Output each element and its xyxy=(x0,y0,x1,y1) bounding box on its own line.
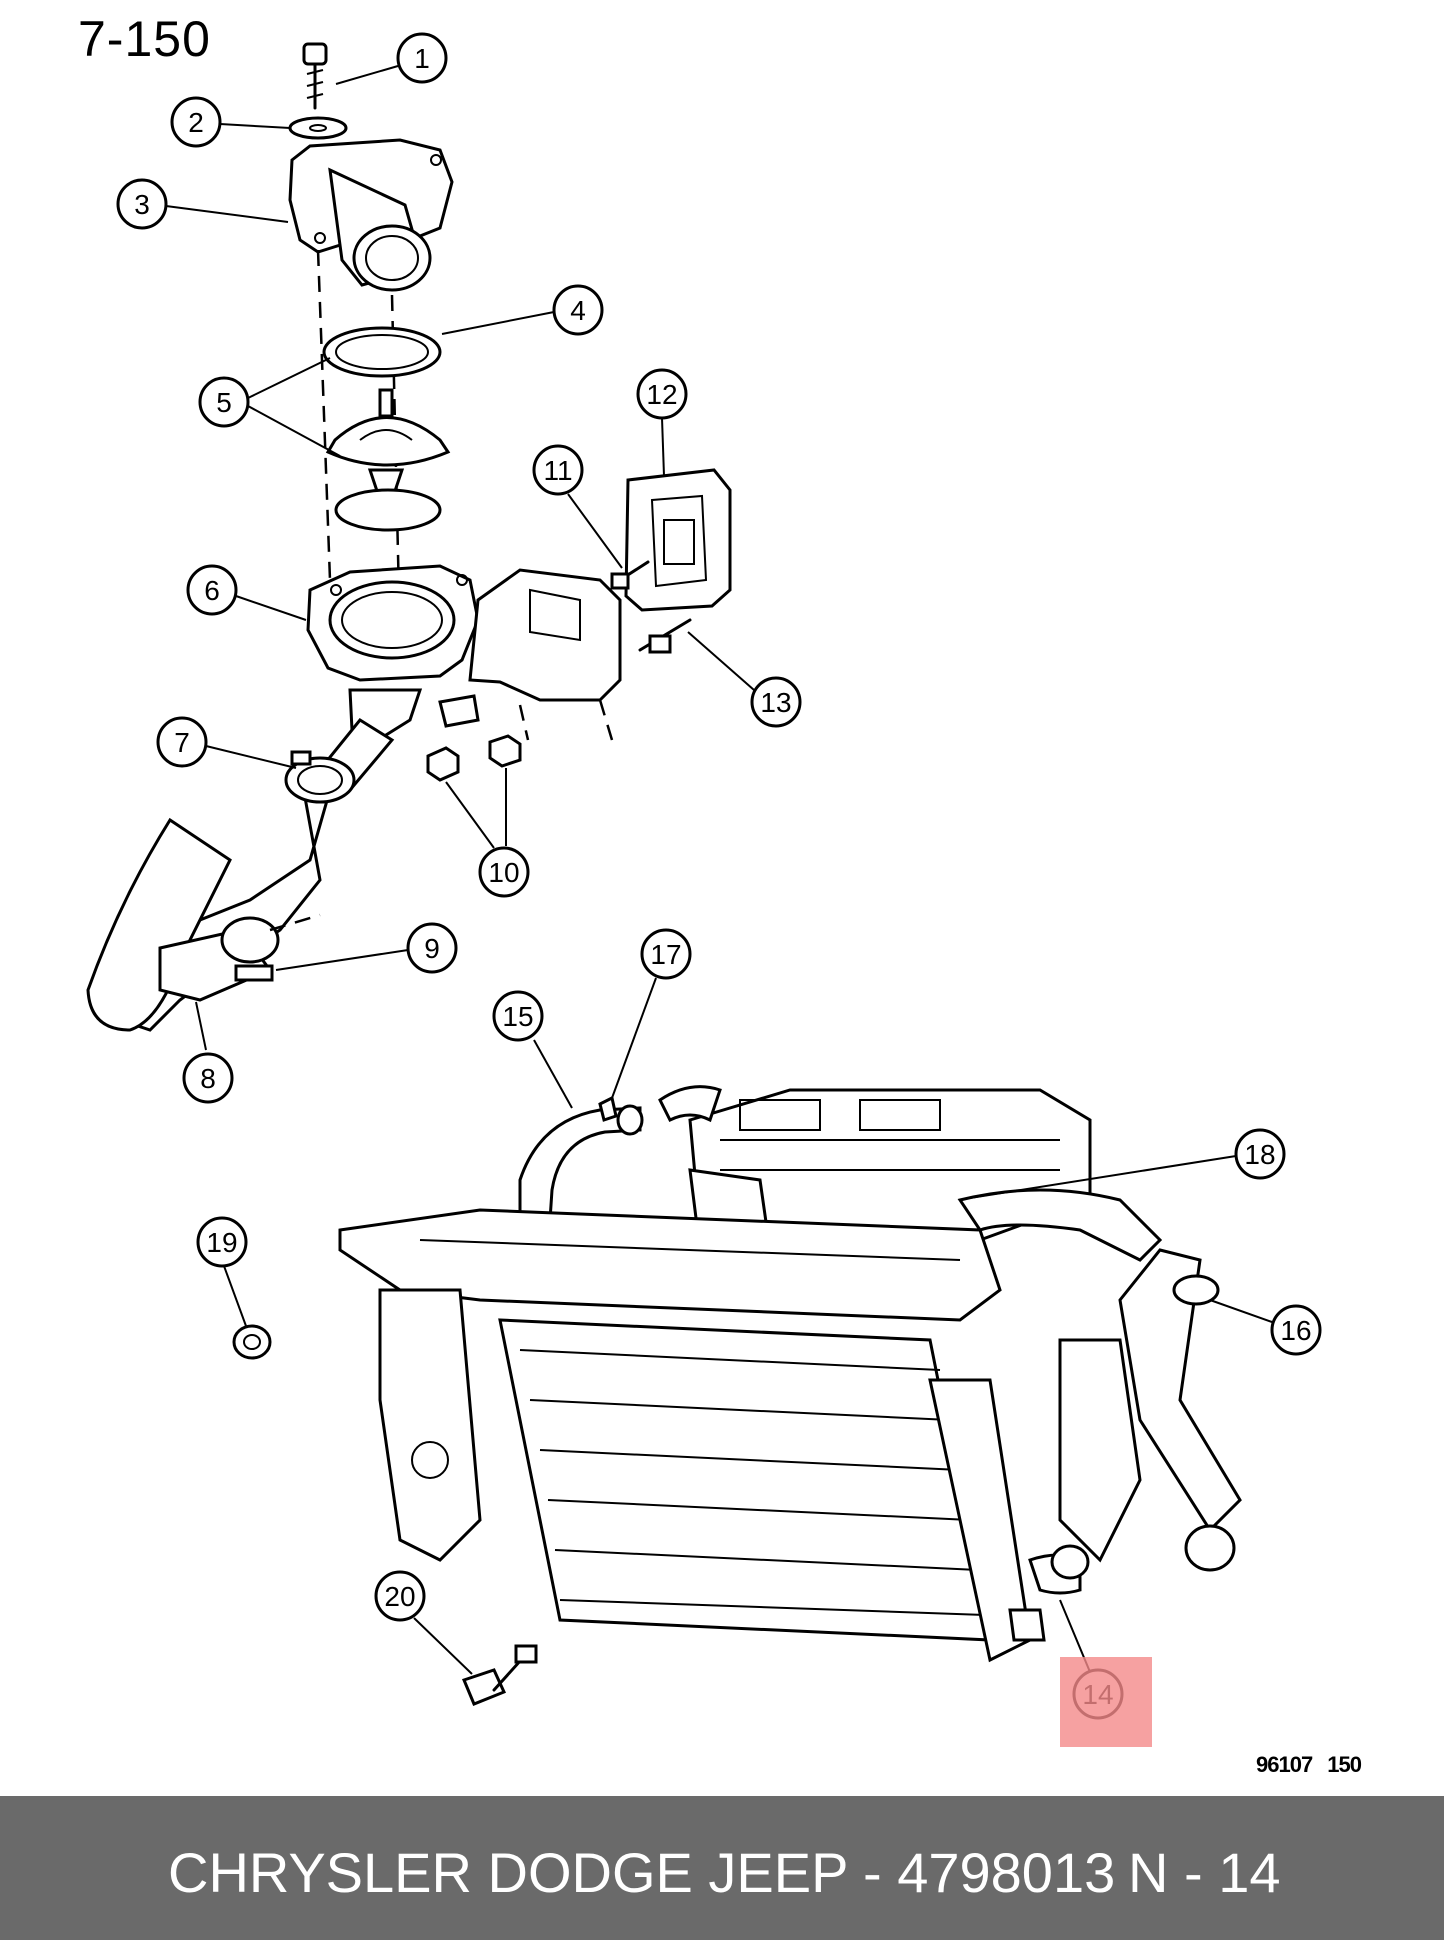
callout-2: 2 xyxy=(188,107,204,138)
callout-circle-11 xyxy=(532,444,584,496)
callout-7: 7 xyxy=(174,727,190,758)
callout-circle-15 xyxy=(492,990,544,1042)
callout-circle-4 xyxy=(552,284,604,336)
page-id: 7-150 xyxy=(78,11,211,67)
callout-18: 18 xyxy=(1244,1139,1275,1170)
thermostat-assembly xyxy=(288,42,732,792)
drawing-code: 96107 150 xyxy=(1256,1752,1362,1777)
callout-16: 16 xyxy=(1280,1315,1311,1346)
radiator-assembly xyxy=(232,1085,1242,1706)
callout-circle-20 xyxy=(374,1570,426,1622)
callout-circle-3 xyxy=(116,178,168,230)
callout-circle-12 xyxy=(636,368,688,420)
callout-1: 1 xyxy=(414,43,430,74)
callout-circle-1 xyxy=(396,32,448,84)
callout-15: 15 xyxy=(502,1001,533,1032)
footer-bar: CHRYSLER DODGE JEEP - 4798013 N - 14 xyxy=(0,1796,1444,1940)
parts-diagram: 1 2 3 4 5 6 7 xyxy=(86,32,1322,1720)
callout-circle-18 xyxy=(1234,1128,1286,1180)
callout-11: 11 xyxy=(543,455,572,486)
callout-circle-16 xyxy=(1270,1304,1322,1356)
callout-circle-8 xyxy=(182,1052,234,1104)
callout-circle-10 xyxy=(478,846,530,898)
callout-circle-5 xyxy=(198,376,250,428)
callout-6: 6 xyxy=(204,575,220,606)
callout-circle-7 xyxy=(156,716,208,768)
callouts: 1 2 3 4 5 6 7 xyxy=(116,32,1322,1720)
callout-circle-13 xyxy=(750,676,802,728)
callout-4: 4 xyxy=(570,295,586,326)
callout-13: 13 xyxy=(760,687,791,718)
callout-8: 8 xyxy=(200,1063,216,1094)
callout-circle-6 xyxy=(186,564,238,616)
callout-3: 3 xyxy=(134,189,150,220)
callout-10: 10 xyxy=(488,857,519,888)
callout-9: 9 xyxy=(424,933,440,964)
callout-19: 19 xyxy=(206,1227,237,1258)
callout-12: 12 xyxy=(646,379,677,410)
callout-20: 20 xyxy=(384,1581,415,1612)
callout-17: 17 xyxy=(650,939,681,970)
callout-14-highlight xyxy=(1060,1657,1152,1747)
callout-circle-2 xyxy=(170,96,222,148)
callout-circle-19 xyxy=(196,1216,248,1268)
callout-circle-17 xyxy=(640,928,692,980)
callout-circle-9 xyxy=(406,922,458,974)
upper-radiator-hose xyxy=(86,750,356,1032)
callout-5: 5 xyxy=(216,387,232,418)
reference-text: N - 14 xyxy=(1128,1841,1281,1904)
part-number-text: CHRYSLER DODGE JEEP - 4798013 xyxy=(168,1841,1116,1904)
